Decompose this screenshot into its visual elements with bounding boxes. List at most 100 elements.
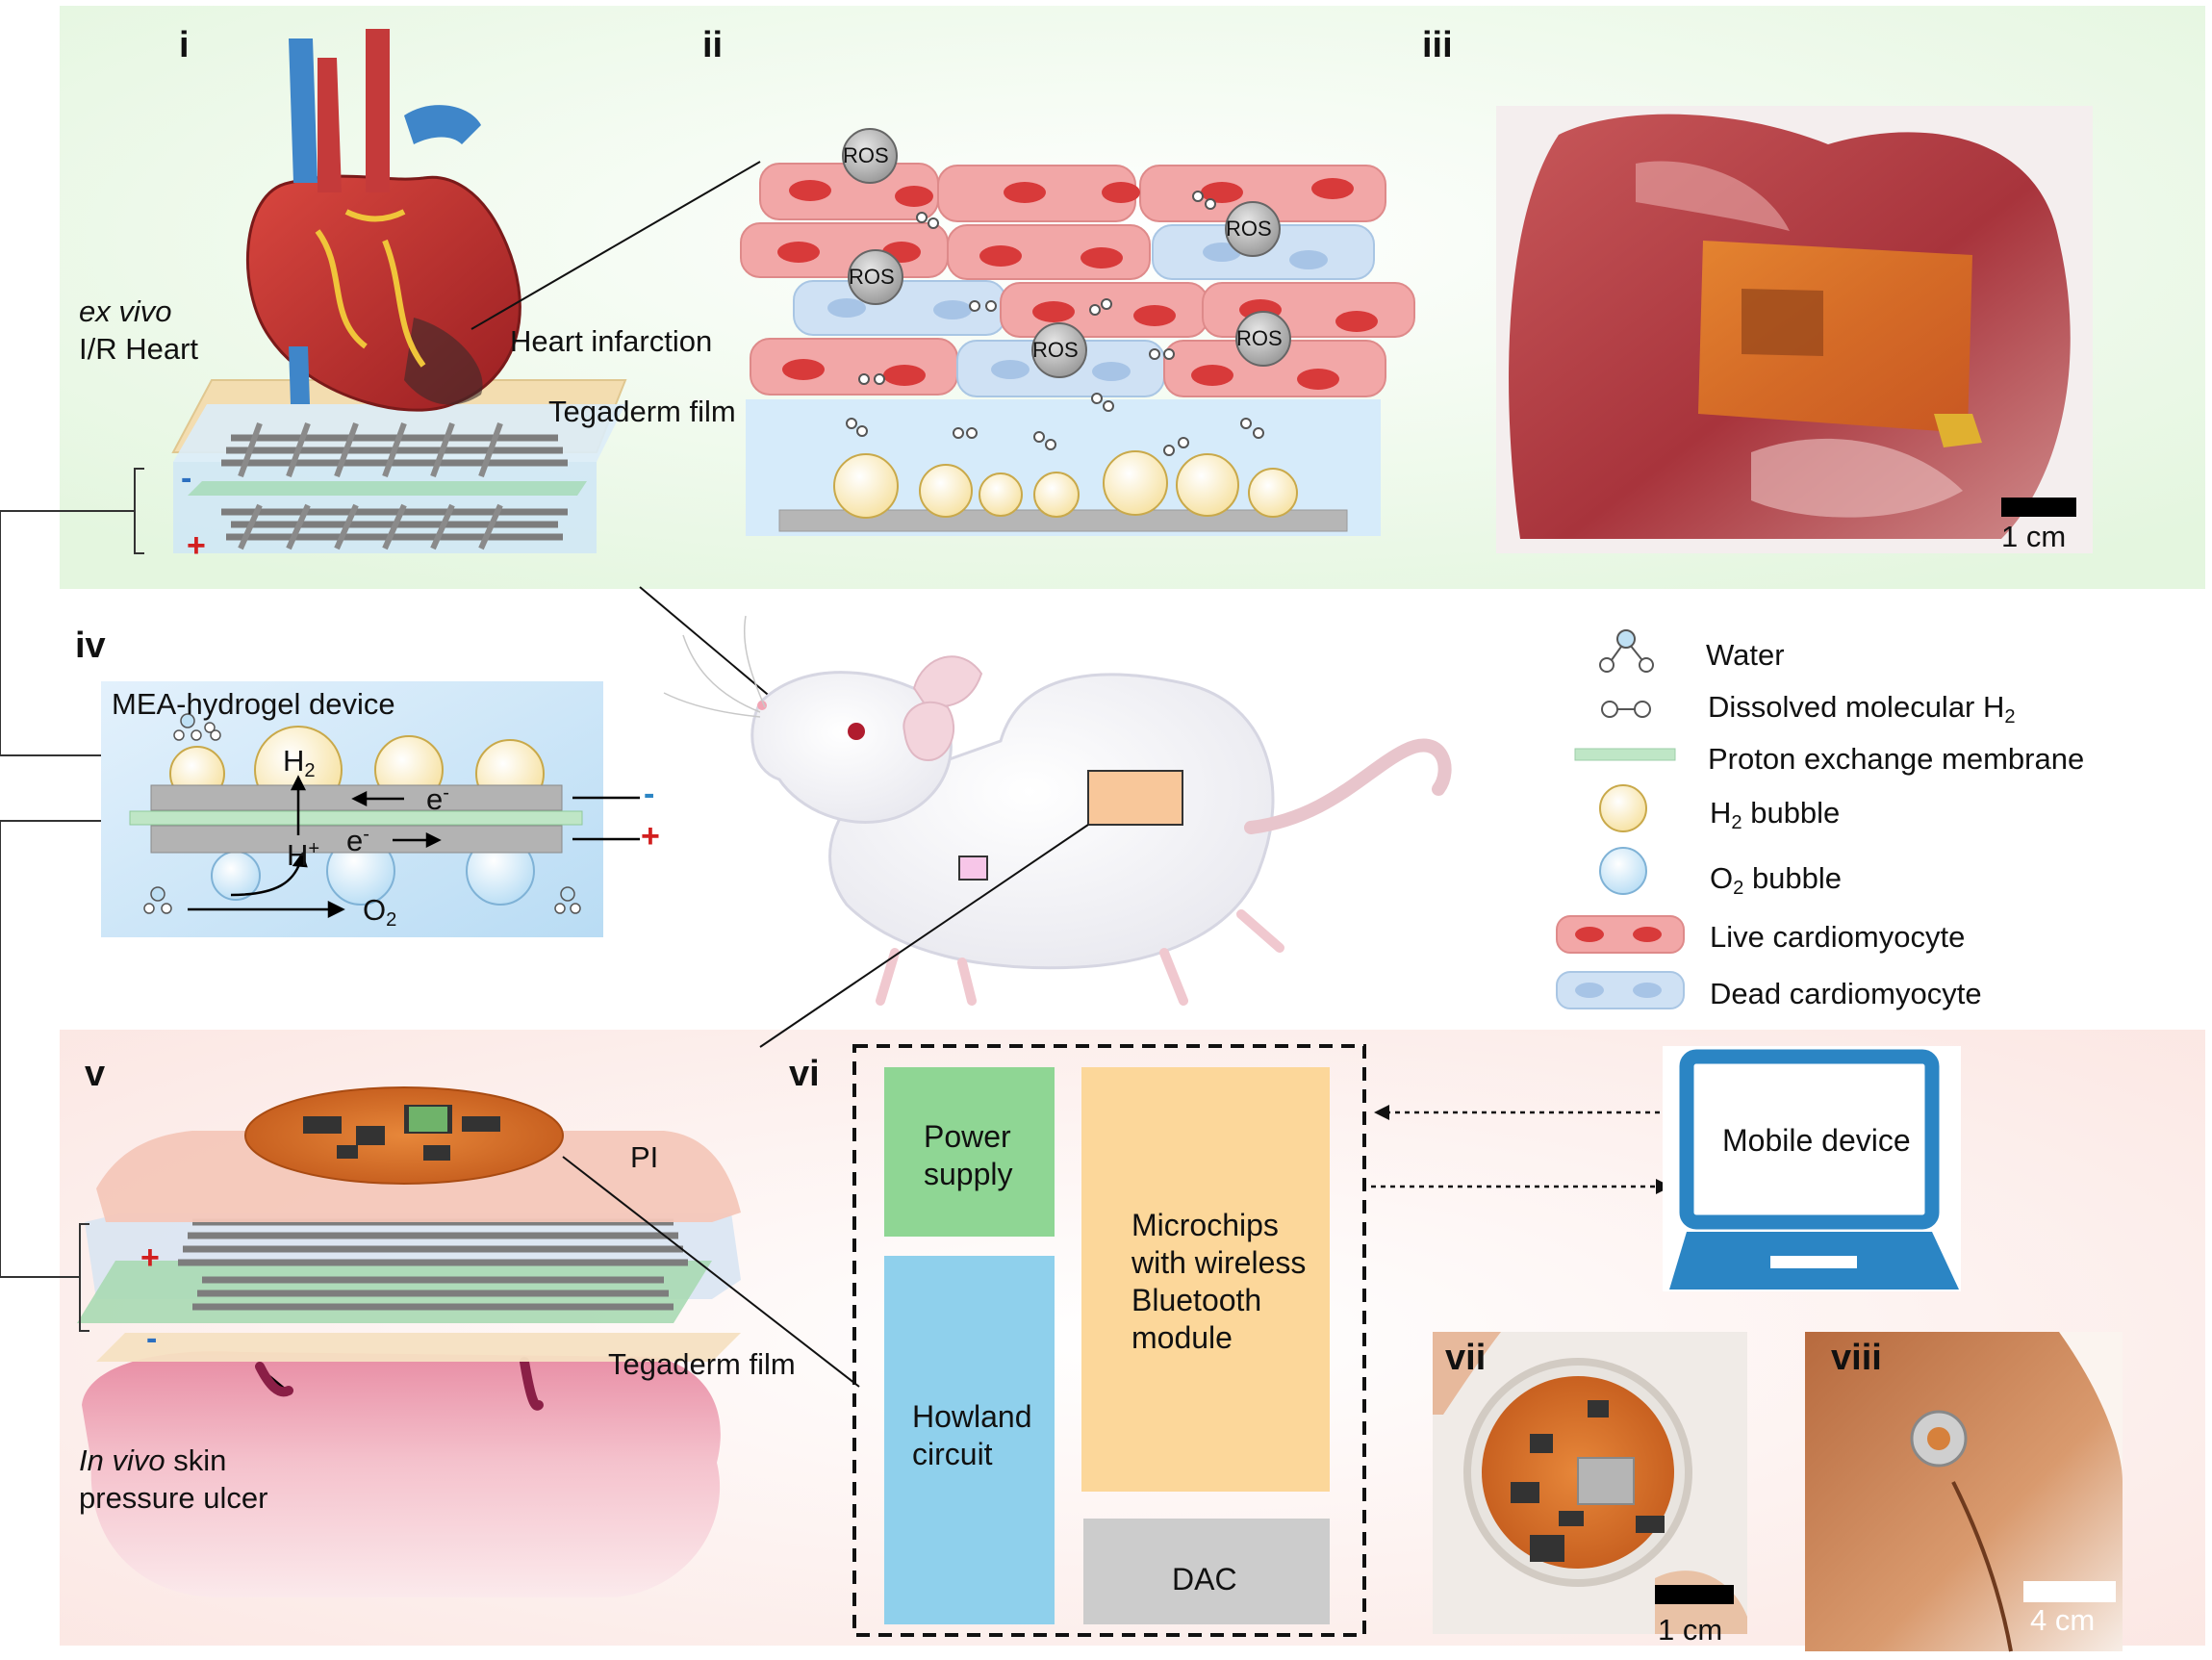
- pole-bracket: [0, 468, 144, 756]
- o2-device-o: O: [363, 893, 387, 927]
- howland-block: [884, 1256, 1055, 1624]
- o2-device-sub: 2: [386, 909, 397, 932]
- legend-live: Live cardiomyocyte: [1710, 920, 1966, 954]
- pressure-ulcer-label: pressure ulcer: [79, 1481, 268, 1515]
- power-supply-block: [884, 1067, 1055, 1237]
- h2-molecule-icon: [1601, 701, 1651, 718]
- top-plus-sign: +: [187, 527, 206, 564]
- ros-label-3: ROS: [1226, 217, 1272, 241]
- device-schematic: [101, 681, 640, 937]
- legend-water: Water: [1706, 638, 1785, 672]
- electron-label-top: e-: [426, 782, 449, 817]
- device-photo-vii: [1433, 1332, 1747, 1634]
- panel-label-vi: vi: [789, 1054, 820, 1094]
- micro-label-4: module: [1131, 1320, 1233, 1355]
- ros-label-4: ROS: [1032, 338, 1079, 362]
- scale-label-vii: 1 cm: [1658, 1613, 1723, 1647]
- device-title: MEA-hydrogel device: [112, 687, 395, 721]
- legend-dead: Dead cardiomyocyte: [1710, 977, 1982, 1010]
- panel-label-i: i: [179, 25, 190, 65]
- power-label-2: supply: [924, 1157, 1013, 1191]
- laptop-icon: [1663, 1046, 1961, 1291]
- ir-heart-label: I/R Heart: [79, 332, 199, 366]
- arm-photo-viii: [1805, 1332, 2123, 1652]
- invivo-italic: In vivo: [79, 1443, 165, 1477]
- proton-label: H+: [287, 838, 319, 873]
- panel-label-vii: vii: [1445, 1338, 1487, 1378]
- electron-top-e: e: [426, 782, 444, 817]
- ros-label-2: ROS: [849, 265, 895, 289]
- proton-sup: +: [308, 838, 320, 859]
- panel-label-ii: ii: [702, 25, 724, 65]
- tegaderm-bottom-label: Tegaderm film: [608, 1347, 796, 1381]
- dac-label: DAC: [1172, 1562, 1237, 1596]
- h2-bubble-icon: [1599, 784, 1647, 832]
- invivo-skin: skin: [165, 1443, 227, 1477]
- legend-dissolved-sub: 2: [2004, 706, 2016, 728]
- legend-h2-sub: 2: [1731, 812, 1742, 834]
- legend-o2-b: bubble: [1743, 861, 1843, 895]
- heart-photo: [1496, 106, 2093, 553]
- rat-illustration: [663, 615, 1452, 1048]
- top-minus-sign: -: [181, 460, 192, 497]
- exvivo-label: ex vivo: [79, 294, 172, 328]
- device-minus-sign: -: [644, 776, 655, 812]
- panel-label-viii: viii: [1831, 1338, 1882, 1378]
- power-label-1: Power: [924, 1119, 1011, 1154]
- electron-bottom-sup: -: [363, 824, 369, 845]
- scale-bar-vii: [1655, 1585, 1734, 1604]
- h2-device-sub: 2: [304, 760, 316, 782]
- zoom-line-ii: [470, 161, 761, 330]
- circuit-boundary: [852, 1044, 1366, 1637]
- legend-dissolved: Dissolved molecular H2: [1708, 690, 2016, 728]
- live-cell-icon: [1556, 915, 1685, 954]
- legend-pem: Proton exchange membrane: [1708, 742, 2085, 776]
- h2-device-h: H: [283, 744, 305, 778]
- tegaderm-top-label: Tegaderm film: [548, 395, 736, 428]
- legend-h2-b: bubble: [1742, 796, 1841, 830]
- panel-label-iii: iii: [1422, 25, 1453, 65]
- microchips-block: [1081, 1067, 1330, 1492]
- heart-device-illustration: [171, 29, 627, 553]
- h2-device-label: H2: [283, 744, 316, 782]
- wearable-stack-illustration: [0, 820, 860, 1597]
- scale-label-iii: 1 cm: [2001, 520, 2067, 553]
- device-plus-sign: +: [641, 818, 660, 855]
- pi-label: PI: [630, 1140, 659, 1174]
- ros-label-1: ROS: [843, 143, 889, 167]
- o2-device-label: O2: [363, 893, 396, 932]
- electron-top-sup: -: [443, 782, 449, 804]
- rat-heart-marker: [958, 856, 988, 881]
- scale-bar-viii: [2023, 1581, 2116, 1602]
- micro-label-2: with wireless: [1131, 1245, 1307, 1280]
- water-icon: [1599, 629, 1654, 673]
- mobile-device-label: Mobile device: [1722, 1123, 1911, 1158]
- proton-h: H: [287, 838, 309, 873]
- micro-label-1: Microchips: [1131, 1208, 1279, 1242]
- legend-h2: H2 bubble: [1710, 796, 1840, 834]
- legend-h2-a: H: [1710, 796, 1732, 830]
- electron-bottom-e: e: [346, 824, 364, 858]
- legend-o2-a: O: [1710, 861, 1734, 895]
- scale-bar-iii: [2001, 498, 2076, 517]
- rat-skin-marker: [1087, 770, 1183, 826]
- dead-cell-icon: [1556, 971, 1685, 1009]
- legend-dissolved-text: Dissolved molecular H: [1708, 690, 2005, 724]
- heart-infarction-label: Heart infarction: [510, 324, 713, 358]
- electron-label-bottom: e-: [346, 824, 369, 858]
- howland-label-1: Howland: [912, 1399, 1032, 1434]
- legend-icons: [1556, 629, 1685, 1009]
- scale-label-viii: 4 cm: [2030, 1603, 2096, 1637]
- micro-label-3: Bluetooth: [1131, 1283, 1262, 1317]
- dac-block: [1083, 1519, 1330, 1624]
- bottom-plus-sign: +: [140, 1239, 160, 1276]
- circuit-block-diagram: [852, 1044, 1671, 1637]
- howland-label-2: circuit: [912, 1437, 993, 1471]
- ros-label-5: ROS: [1236, 326, 1283, 350]
- tissue-cross-section: [740, 128, 1415, 536]
- panel-label-v: v: [85, 1054, 106, 1094]
- panel-label-iv: iv: [75, 626, 106, 666]
- invivo-label: In vivo skin: [79, 1443, 226, 1478]
